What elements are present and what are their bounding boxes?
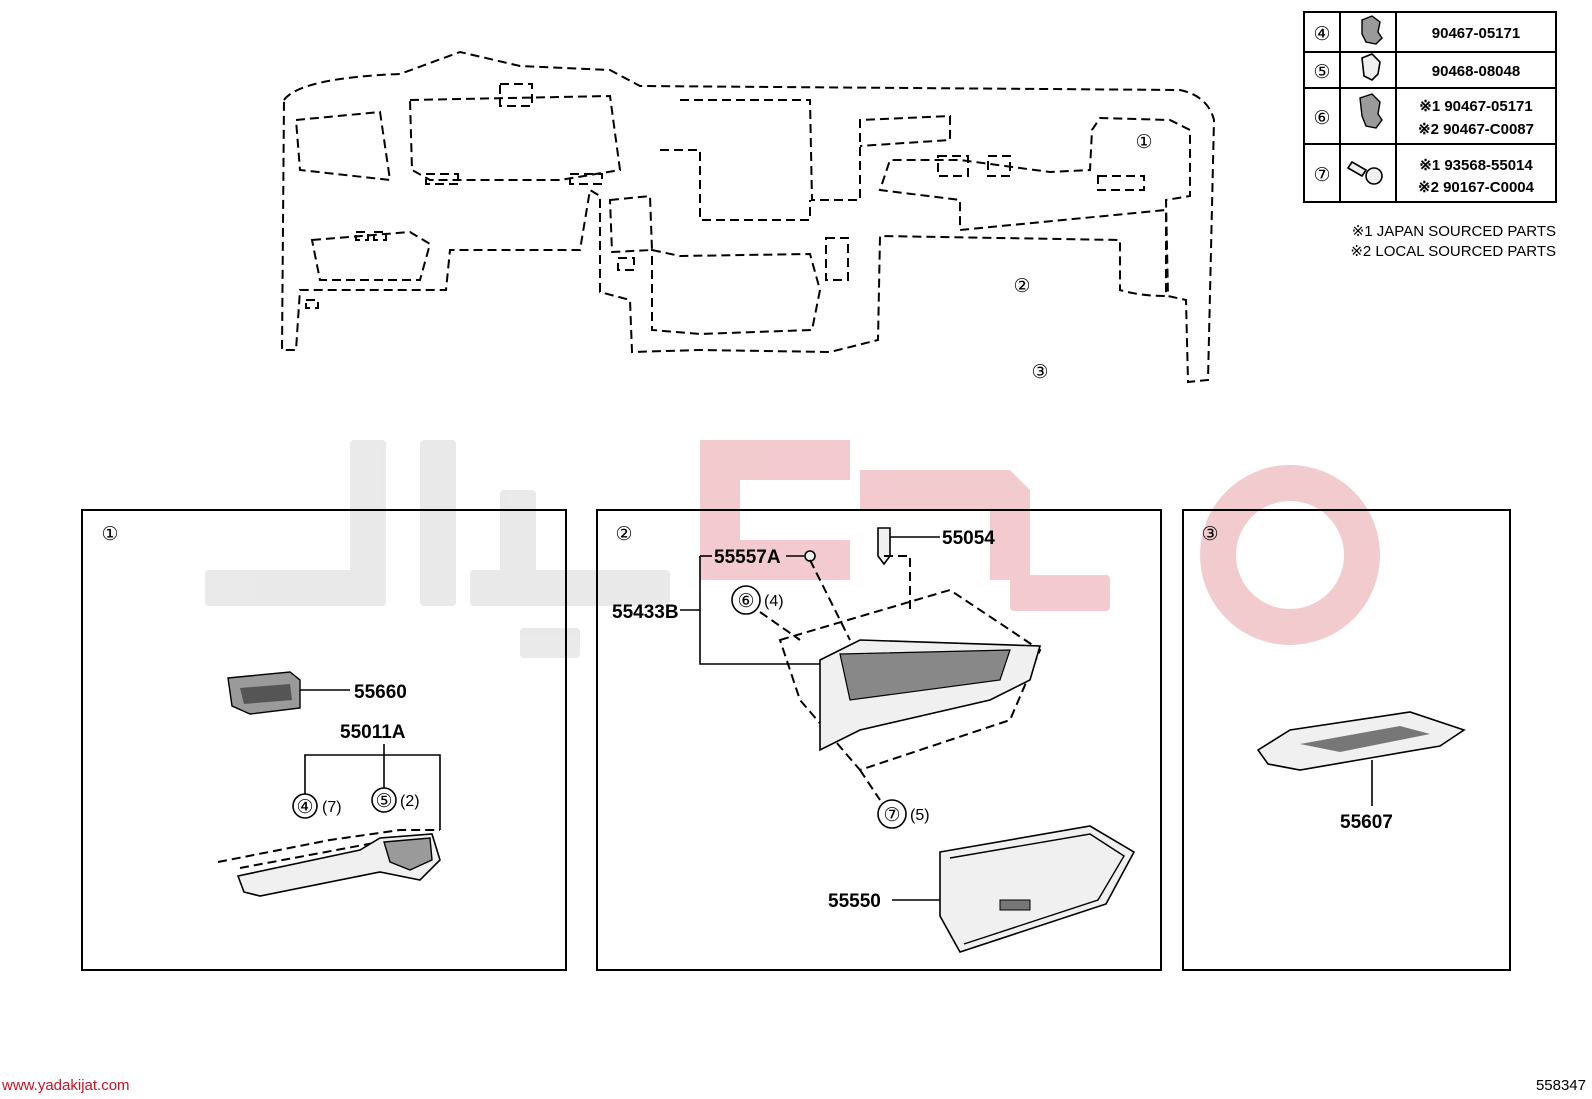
clip-icon <box>1359 93 1383 129</box>
part-number: 90468-08048 <box>1432 63 1520 80</box>
panel-3-ref: ③ <box>1201 523 1218 545</box>
clip-icon <box>1361 15 1383 45</box>
label-damper: 55557A <box>714 547 781 568</box>
lower-cover-part <box>1256 711 1466 771</box>
clip-icon <box>1361 53 1381 81</box>
table-ref: ⑥ <box>1313 107 1330 129</box>
panel-2-ref: ② <box>615 523 632 545</box>
part-number: ※2 90167-C0004 <box>1418 179 1535 196</box>
overview-ref-3: ③ <box>1031 361 1048 383</box>
parts-table <box>1303 11 1557 203</box>
table-ref: ⑤ <box>1313 61 1330 83</box>
instrument-lower-panel <box>217 829 441 897</box>
fastener-ref: ⑥ <box>737 590 754 612</box>
glove-box-housing <box>759 555 1042 801</box>
fastener-qty: (4) <box>764 593 784 610</box>
overview-ref-2: ② <box>1013 275 1030 297</box>
instrument-panel-overview <box>280 50 1216 384</box>
screw-icon <box>1346 160 1383 185</box>
glove-box-door <box>939 825 1136 953</box>
fastener-qty: (2) <box>400 793 420 810</box>
label-door: 55550 <box>828 891 881 912</box>
stopper-part <box>877 527 891 566</box>
fastener-qty: (5) <box>910 807 930 824</box>
fastener-ref: ⑤ <box>375 790 392 812</box>
label-cover: 55607 <box>1340 812 1393 833</box>
part-number: ※2 90467-C0087 <box>1418 121 1534 138</box>
website-link[interactable]: www.yadakijat.com <box>1 1077 130 1094</box>
part-number: 90467-05171 <box>1432 25 1520 42</box>
part-number: ※1 90467-05171 <box>1419 98 1533 115</box>
table-ref: ④ <box>1313 23 1330 45</box>
fastener-ref: ⑦ <box>883 804 900 826</box>
fastener-ref: ④ <box>296 796 313 818</box>
table-ref: ⑦ <box>1313 164 1330 186</box>
label-housing: 55433B <box>612 602 679 623</box>
panel-1-frame <box>81 509 567 971</box>
watermark-logo <box>205 440 1380 658</box>
fastener-qty: (7) <box>322 799 342 816</box>
overview-ref-1: ① <box>1135 131 1152 153</box>
panel-3-frame <box>1182 509 1511 971</box>
note-local: ※2 LOCAL SOURCED PARTS <box>1350 243 1556 260</box>
part-number: ※1 93568-55014 <box>1419 157 1533 174</box>
damper-part <box>804 550 816 562</box>
diagram-id: 558347 <box>1536 1077 1586 1094</box>
label-panel: 55011A <box>340 722 406 743</box>
panel-2-frame <box>596 509 1162 971</box>
note-japan: ※1 JAPAN SOURCED PARTS <box>1352 223 1556 240</box>
label-vent: 55660 <box>354 682 407 703</box>
label-stopper: 55054 <box>942 528 995 549</box>
panel-1-ref: ① <box>101 523 118 545</box>
vent-part <box>227 671 301 715</box>
